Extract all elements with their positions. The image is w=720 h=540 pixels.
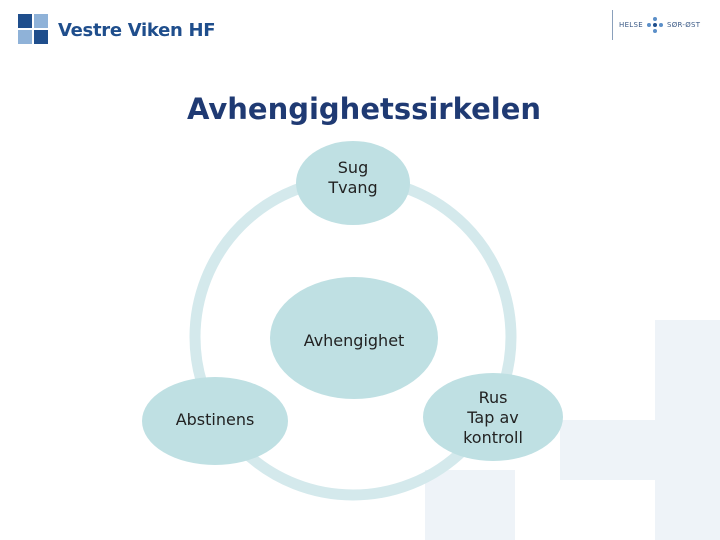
vestre-viken-logo: Vestre Viken HF bbox=[18, 12, 216, 48]
helse-sor-ost-logo: HELSE SØR-ØST bbox=[612, 10, 713, 40]
right-node-shape bbox=[423, 373, 563, 461]
helse-sor-ost-logo-text-2: SØR-ØST bbox=[666, 21, 701, 29]
helse-sor-ost-logo-text-1: HELSE bbox=[619, 21, 643, 29]
top-node-line-1: Sug bbox=[337, 158, 369, 177]
right-node-line-1: Rus bbox=[478, 388, 508, 407]
right-node-label: Rus Tap av kontroll bbox=[423, 388, 563, 448]
helse-sor-ost-dots-icon bbox=[646, 17, 663, 33]
vestre-viken-cross-icon bbox=[18, 14, 50, 46]
left-node-shape bbox=[142, 377, 288, 465]
vestre-viken-logo-text: Vestre Viken HF bbox=[58, 19, 216, 41]
left-node-label: Abstinens bbox=[175, 410, 255, 429]
right-node-line-3: kontroll bbox=[463, 428, 523, 447]
top-node-line-2: Tvang bbox=[328, 178, 378, 197]
right-node-line-2: Tap av bbox=[467, 408, 519, 427]
background-cross-shape bbox=[425, 470, 515, 540]
background-cross-shape bbox=[560, 420, 720, 480]
top-node-label: Sug Tvang bbox=[296, 158, 410, 198]
page-title: Avhengighetssirkelen bbox=[186, 92, 542, 126]
center-node-label: Avhengighet bbox=[303, 331, 405, 350]
top-node-shape bbox=[296, 141, 410, 225]
center-node-shape bbox=[270, 277, 438, 399]
